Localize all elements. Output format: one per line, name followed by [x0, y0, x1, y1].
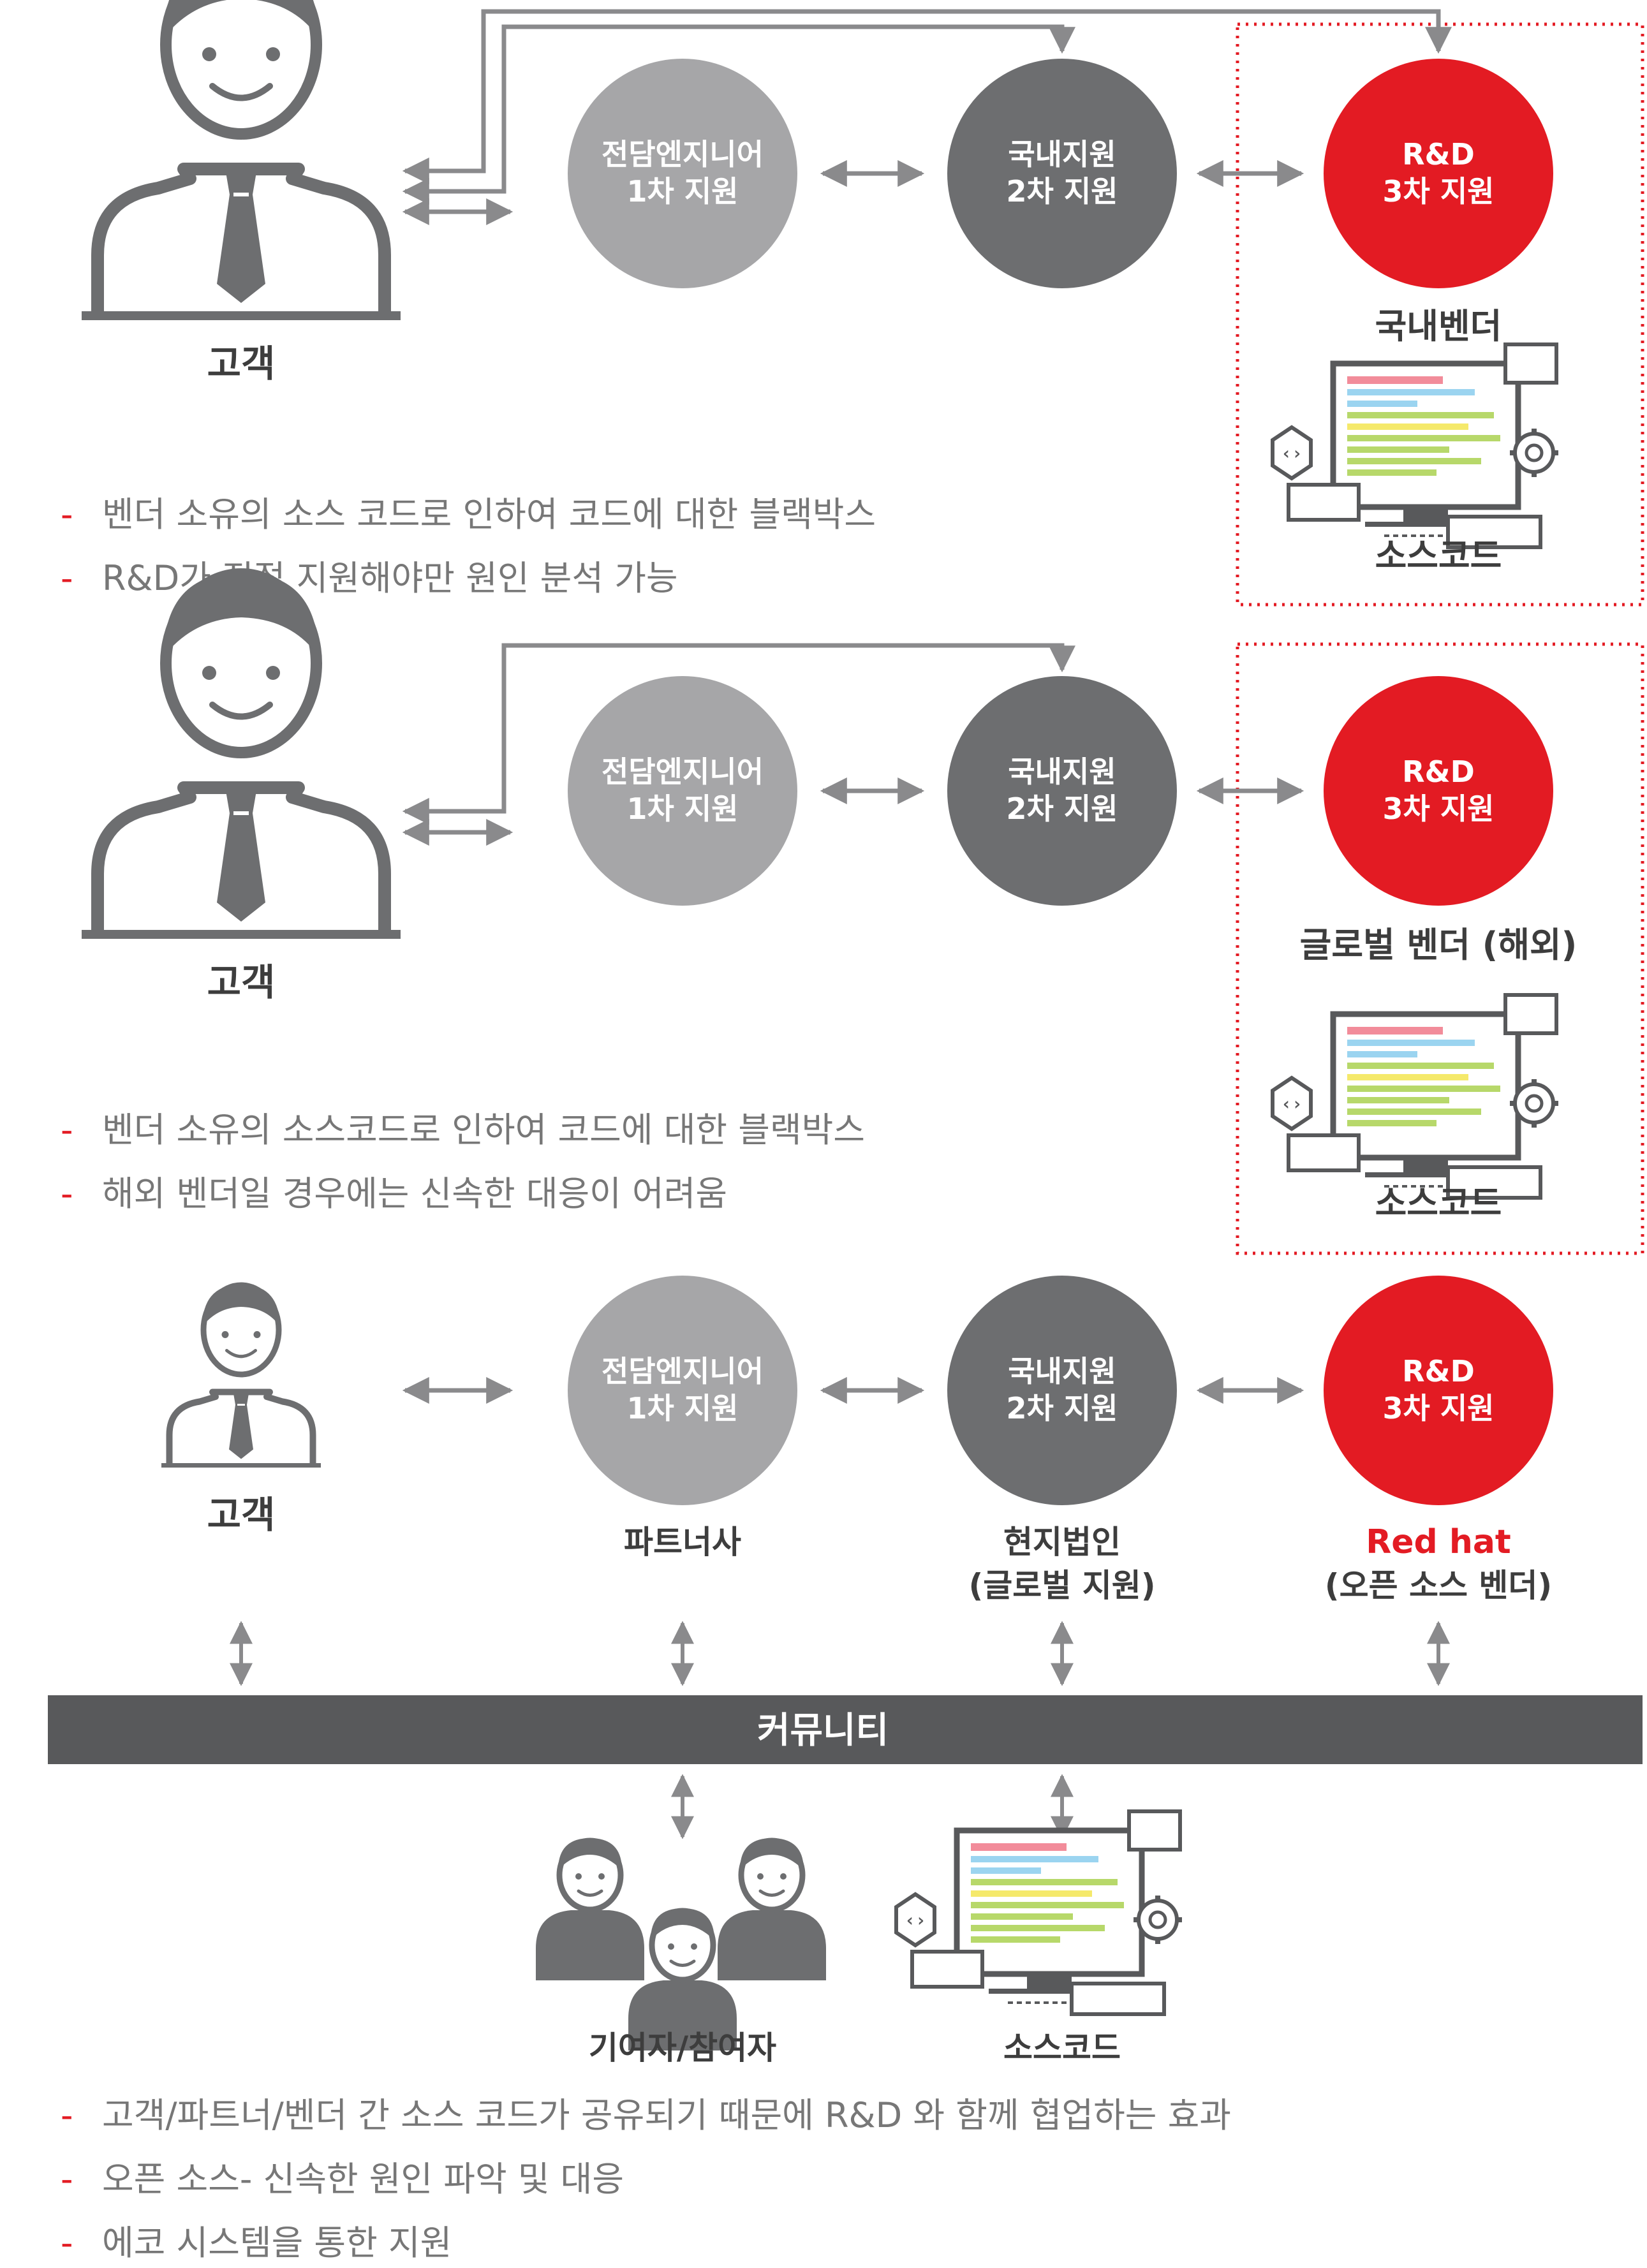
- person-icon: [82, 573, 401, 934]
- rnd-circle-line2: 3차 지원: [1383, 792, 1495, 826]
- rnd-circle-line2: 3차 지원: [1383, 174, 1495, 209]
- section-2: 고객 전담엔지니어 1차 지원 국내지원 2차 지원 R&D 3차 지원 글로벌…: [61, 573, 1644, 1255]
- domestic-circle-line2: 2차 지원: [1007, 174, 1118, 209]
- local-label-line1: 현지법인: [1003, 1524, 1121, 1561]
- engineer-circle: [568, 676, 797, 906]
- note-dash: -: [61, 494, 73, 534]
- note-item: 에코 시스템을 통한 지원: [102, 2223, 452, 2263]
- note-item: 벤더 소유의 소스코드로 인하여 코드에 대한 블랙박스: [102, 1110, 865, 1150]
- contributor-icon: [536, 1838, 644, 1980]
- monitor-code-icon: [896, 1811, 1182, 2014]
- rnd-circle-line1: R&D: [1402, 1354, 1475, 1388]
- rnd-circle-line1: R&D: [1402, 137, 1475, 172]
- domestic-circle-line1: 국내지원: [1008, 1354, 1116, 1388]
- monitor-code-icon: [1273, 344, 1558, 547]
- source-label: 소스코드: [1375, 536, 1502, 576]
- note-dash: -: [61, 1110, 73, 1150]
- customer-label: 고객: [207, 1493, 276, 1536]
- community-label: 커뮤니티: [757, 1710, 889, 1751]
- note-dash: -: [61, 558, 73, 598]
- note-item: 고객/파트너/벤더 간 소스 코드가 공유되기 때문에 R&D 와 함께 협업하…: [102, 2095, 1231, 2135]
- note-item: 오픈 소스- 신속한 원인 파악 및 대응: [102, 2159, 624, 2199]
- engineer-circle: [568, 59, 797, 288]
- contributor-icon: [718, 1838, 826, 1980]
- rnd-circle: [1324, 59, 1553, 288]
- arrow-icon: [402, 9, 1452, 184]
- community-bar: [48, 1695, 1643, 1764]
- source-label: 소스코드: [1003, 2029, 1121, 2066]
- rnd-circle: [1324, 676, 1553, 906]
- engineer-circle-line2: 1차 지원: [627, 174, 739, 209]
- contributors-label: 기여자/참여자: [589, 2029, 776, 2066]
- engineer-circle-line2: 1차 지원: [627, 1391, 739, 1425]
- rnd-circle: [1324, 1276, 1553, 1505]
- domestic-circle-line2: 2차 지원: [1007, 792, 1118, 826]
- note-dash: -: [61, 2223, 73, 2263]
- note-item: 해외 벤더일 경우에는 신속한 대응이 어려움: [102, 1174, 727, 1214]
- note-dash: -: [61, 1174, 73, 1214]
- engineer-circle-line1: 전담엔지니어: [602, 137, 764, 172]
- redhat-label: Red hat: [1366, 1523, 1511, 1561]
- domestic-circle-line1: 국내지원: [1008, 137, 1116, 172]
- engineer-circle: [568, 1276, 797, 1505]
- domestic-circle-line2: 2차 지원: [1007, 1391, 1118, 1425]
- rnd-circle-line1: R&D: [1402, 755, 1475, 789]
- monitor-code-icon: [1273, 995, 1558, 1198]
- section-3: 고객 전담엔지니어 1차 지원 파트너사 국내지원 2차 지원 현지법인 (글로…: [48, 1276, 1643, 2263]
- engineer-circle-line1: 전담엔지니어: [602, 1354, 764, 1388]
- rnd-circle-line2: 3차 지원: [1383, 1391, 1495, 1425]
- customer-label: 고객: [207, 961, 276, 1004]
- arrow-icon: [402, 643, 1075, 825]
- redhat-sub-label: (오픈 소스 벤더): [1325, 1567, 1553, 1604]
- vendor-boundary: [1236, 22, 1644, 607]
- local-label-line2: (글로벌 지원): [968, 1567, 1155, 1604]
- engineer-circle-line1: 전담엔지니어: [602, 755, 764, 789]
- partner-label: 파트너사: [624, 1524, 741, 1561]
- arrow-icon: [402, 24, 1075, 205]
- domestic-circle: [947, 676, 1177, 906]
- vendor-label: 국내벤더: [1375, 306, 1502, 346]
- person-icon: [161, 1285, 321, 1466]
- domestic-circle: [947, 59, 1177, 288]
- domestic-circle: [947, 1276, 1177, 1505]
- customer-label: 고객: [207, 342, 276, 385]
- source-label: 소스코드: [1375, 1183, 1502, 1223]
- domestic-circle-line1: 국내지원: [1008, 755, 1116, 789]
- person-icon: [82, 0, 401, 316]
- engineer-circle-line2: 1차 지원: [627, 792, 739, 826]
- section-1: 고객 전담엔지니어 1차 지원 국내지원 2차 지원 R&D 3차 지원 국내벤…: [61, 0, 1644, 607]
- vendor-label: 글로벌 벤더 (해외): [1300, 925, 1577, 965]
- note-dash: -: [61, 2095, 73, 2135]
- note-dash: -: [61, 2159, 73, 2199]
- note-item: 벤더 소유의 소스 코드로 인하여 코드에 대한 블랙박스: [102, 494, 876, 534]
